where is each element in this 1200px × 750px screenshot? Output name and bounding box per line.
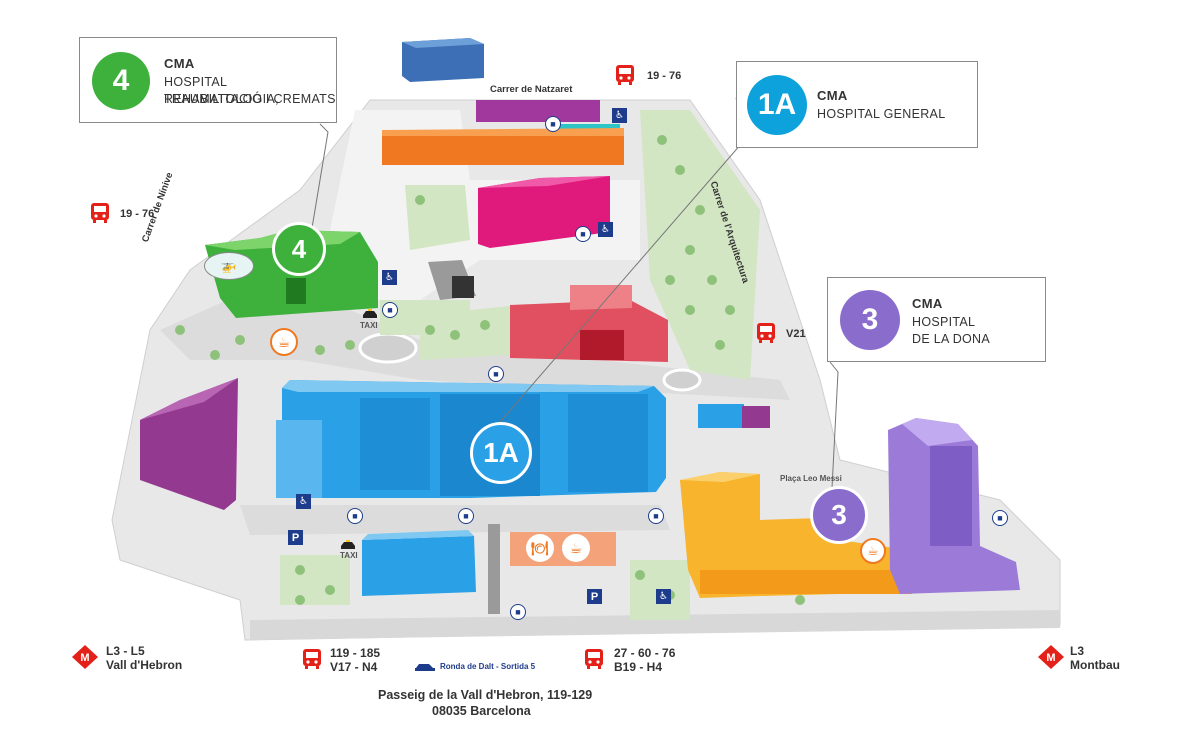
bus-stop-icon: ■ <box>382 302 398 318</box>
bus-icon <box>757 323 775 343</box>
metro-icon: M <box>1038 645 1064 669</box>
building-salmon <box>510 285 668 362</box>
placa-label: Plaça Leo Messi <box>780 474 842 483</box>
callout-4-line-1: HOSPITAL TRAUMATOLOGIA, <box>164 75 279 106</box>
building-hospital-3-tower <box>888 418 1020 594</box>
escalator <box>488 524 500 614</box>
wheelchair-icon: ♿ <box>296 494 311 509</box>
callout-hospital-1a: 1A CMA HOSPITAL GENERAL <box>736 61 978 148</box>
metro-right-lines: L3 <box>1070 644 1085 658</box>
bus-stop-icon: ■ <box>992 510 1008 526</box>
bus-routes-bottom-2b: B19 - H4 <box>614 660 663 674</box>
metro-icon: M <box>72 645 98 669</box>
callout-4-title: CMA <box>164 56 195 71</box>
street-natzaret: Carrer de Natzaret <box>490 84 573 95</box>
svg-text:M: M <box>80 652 89 664</box>
callout-3-badge: 3 <box>840 290 900 350</box>
callout-3-line-1: HOSPITAL <box>912 315 976 329</box>
bus-stop-icon: ■ <box>545 116 561 132</box>
map-marker-3[interactable]: 3 <box>810 486 868 544</box>
building-purple-left <box>140 378 238 510</box>
bus-icon <box>585 649 603 669</box>
bus-stop-icon: ■ <box>648 508 664 524</box>
car-icon <box>415 664 435 671</box>
bus-icon <box>91 203 109 223</box>
map-marker-1a[interactable]: 1A <box>470 422 532 484</box>
callout-1a-title: CMA <box>817 88 848 103</box>
taxi-icon <box>341 540 355 549</box>
wheelchair-icon: ♿ <box>612 108 627 123</box>
taxi-label-2: TAXI <box>340 551 358 560</box>
callout-4-badge: 4 <box>92 52 150 110</box>
bus-routes-bottom-1b: V17 - N4 <box>330 660 378 674</box>
coffee-icon: ☕ <box>270 328 298 356</box>
bus-stop-icon: ■ <box>510 604 526 620</box>
bus-stop-icon: ■ <box>575 226 591 242</box>
parking-icon: P <box>587 589 602 604</box>
metro-left-lines: L3 - L5 <box>106 644 145 658</box>
svg-text:M: M <box>1046 652 1055 664</box>
bus-icon <box>616 65 634 85</box>
building-orange-top <box>382 128 624 165</box>
callout-3-title: CMA <box>912 296 943 311</box>
bus-routes-top: 19 - 76 <box>647 70 682 82</box>
address-line-2: 08035 Barcelona <box>432 704 531 718</box>
taxi-icon <box>363 309 377 318</box>
building-grey <box>428 260 476 300</box>
metro-right-station: Montbau <box>1070 658 1120 672</box>
taxi-label-1: TAXI <box>360 321 378 330</box>
address-line-1: Passeig de la Vall d'Hebron, 119-129 <box>378 688 593 702</box>
building-dark-blue <box>402 38 484 82</box>
callout-1a-badge: 1A <box>747 75 807 135</box>
parking-icon: P <box>288 530 303 545</box>
wheelchair-icon: ♿ <box>598 222 613 237</box>
building-small-blue <box>698 404 770 428</box>
bus-routes-left: 19 - 76 <box>120 208 155 220</box>
bus-routes-bottom-2a: 27 - 60 - 76 <box>614 646 676 660</box>
bus-stop-icon: ■ <box>488 366 504 382</box>
wheelchair-icon: ♿ <box>382 270 397 285</box>
callout-4-line-2: REHABILITACIÓ I CREMATS <box>164 92 336 106</box>
wheelchair-icon: ♿ <box>656 589 671 604</box>
restaurant-icon: 🍽 <box>526 534 554 562</box>
bus-stop-icon: ■ <box>347 508 363 524</box>
bus-routes-right: V21 <box>786 328 806 340</box>
metro-left-station: Vall d'Hebron <box>106 658 183 672</box>
callout-hospital-4: 4 CMA HOSPITAL TRAUMATOLOGIA, REHABILITA… <box>79 37 337 123</box>
map-marker-4[interactable]: 4 <box>272 222 326 276</box>
callout-3-line-2: DE LA DONA <box>912 332 991 346</box>
helicopter-icon: 🚁 <box>204 252 254 280</box>
building-hospital-3-yellow <box>680 472 916 598</box>
bus-routes-bottom-1a: 119 - 185 <box>330 646 381 660</box>
coffee-icon: ☕ <box>860 538 886 564</box>
building-hospital-1a <box>276 380 666 498</box>
coffee-icon: ☕ <box>562 534 590 562</box>
building-blue-lower <box>362 530 476 596</box>
bus-icon <box>303 649 321 669</box>
bus-stop-icon: ■ <box>458 508 474 524</box>
callout-1a-line-1: HOSPITAL GENERAL <box>817 107 946 121</box>
ronda-label: Ronda de Dalt - Sortida 5 <box>440 662 536 671</box>
callout-hospital-3: 3 CMA HOSPITAL DE LA DONA <box>827 277 1046 362</box>
